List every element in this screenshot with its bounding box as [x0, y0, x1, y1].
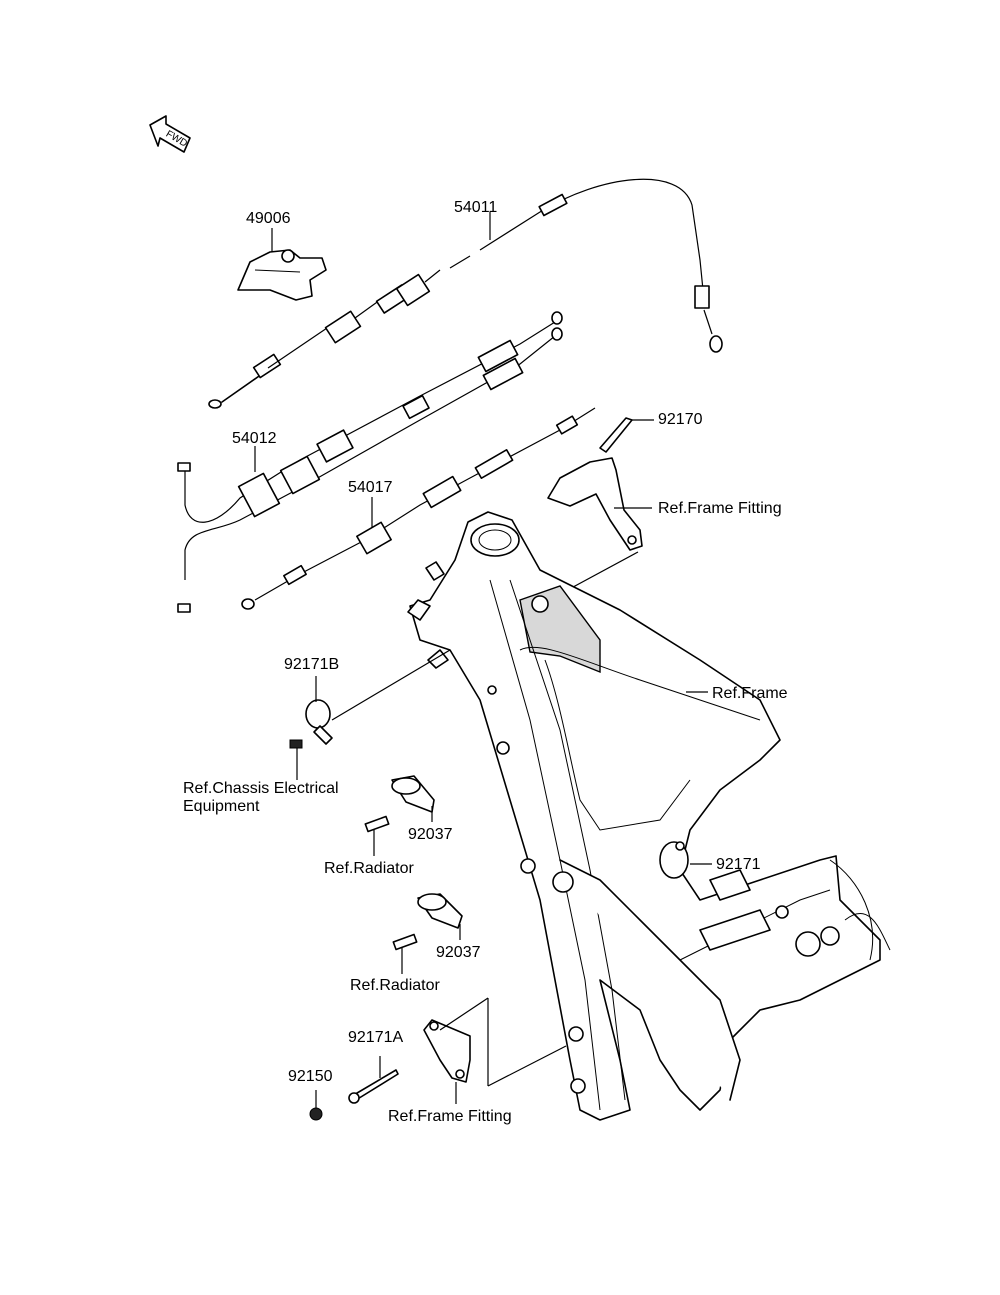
- part-label-92037-a: 92037: [408, 826, 453, 843]
- ref-frame-fitting-top-label: Ref.Frame Fitting: [658, 500, 782, 517]
- fwd-arrow-icon: FWD: [149, 115, 191, 153]
- ref-radiator-label-b: Ref.Radiator: [350, 977, 440, 994]
- throttle-cable-54011: [208, 178, 723, 409]
- cable-cover-49006: [237, 228, 327, 301]
- clamp-92037-a: [364, 775, 435, 856]
- ref-frame-label: Ref.Frame: [712, 685, 788, 702]
- ref-chassis-label-line2: Equipment: [183, 798, 260, 815]
- ref-chassis-label-line1: Ref.Chassis Electrical: [183, 780, 339, 797]
- band-92171a: [348, 1056, 399, 1104]
- frame-fitting-top: [511, 457, 652, 621]
- throttle-cable-54012: [177, 311, 563, 613]
- band-92170: [599, 417, 654, 453]
- clamp-92037-b: [392, 893, 463, 974]
- part-label-92171: 92171: [716, 856, 761, 873]
- hose-clamp-92171: [659, 841, 712, 879]
- part-label-92037-b: 92037: [436, 944, 481, 961]
- part-label-92171b: 92171B: [284, 656, 340, 673]
- part-label-54011: 54011: [454, 199, 498, 216]
- bolt-92150: [309, 1090, 323, 1121]
- ref-radiator-label-a: Ref.Radiator: [324, 860, 414, 877]
- part-label-54012: 54012: [232, 430, 277, 447]
- part-label-92170: 92170: [658, 411, 703, 428]
- ref-frame-fitting-bottom-label: Ref.Frame Fitting: [388, 1108, 512, 1125]
- part-label-49006: 49006: [246, 210, 291, 227]
- cable-54017: [241, 407, 596, 610]
- part-label-92171a: 92171A: [348, 1029, 404, 1046]
- motorcycle-frame: [407, 511, 891, 1121]
- frame-fitting-bottom: [423, 997, 567, 1104]
- clamp-92171b: [289, 649, 451, 780]
- part-label-92150: 92150: [288, 1068, 333, 1085]
- part-label-54017: 54017: [348, 479, 393, 496]
